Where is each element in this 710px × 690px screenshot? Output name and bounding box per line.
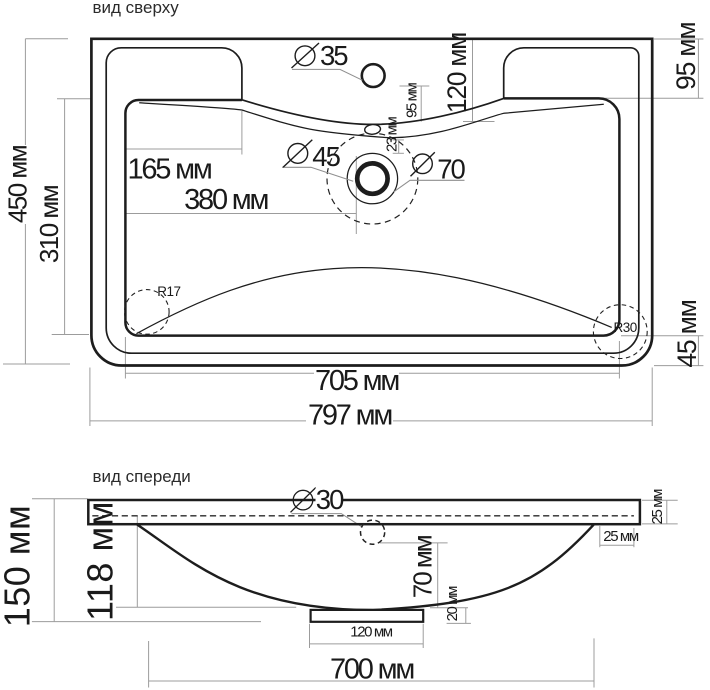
svg-text:30: 30 <box>316 484 344 515</box>
svg-text:R30: R30 <box>614 320 637 335</box>
svg-text:вид спереди: вид спереди <box>93 467 191 486</box>
svg-text:20 мм: 20 мм <box>444 586 461 622</box>
svg-text:310 мм: 310 мм <box>34 185 64 263</box>
svg-text:380 мм: 380 мм <box>184 184 267 216</box>
svg-text:R17: R17 <box>157 284 180 299</box>
svg-text:вид сверху: вид сверху <box>93 0 180 17</box>
svg-text:700 мм: 700 мм <box>330 654 413 686</box>
svg-text:45 мм: 45 мм <box>672 300 702 367</box>
svg-text:70: 70 <box>437 154 465 185</box>
svg-text:150 мм: 150 мм <box>0 505 38 628</box>
svg-text:35: 35 <box>320 40 348 71</box>
svg-text:95 мм: 95 мм <box>404 82 421 118</box>
svg-text:70 мм: 70 мм <box>407 535 437 598</box>
svg-text:797 мм: 797 мм <box>308 400 391 432</box>
svg-text:25 мм: 25 мм <box>649 489 666 525</box>
svg-text:95 мм: 95 мм <box>671 23 701 90</box>
svg-text:23 мм: 23 мм <box>384 116 401 152</box>
svg-text:120 мм: 120 мм <box>442 33 472 113</box>
svg-text:120 мм: 120 мм <box>350 624 393 641</box>
svg-text:705 мм: 705 мм <box>315 365 398 397</box>
svg-text:118 мм: 118 мм <box>79 501 120 621</box>
svg-text:25 мм: 25 мм <box>603 528 639 545</box>
svg-text:450 мм: 450 мм <box>3 145 33 223</box>
svg-text:165 мм: 165 мм <box>127 154 210 186</box>
svg-text:45: 45 <box>312 141 340 172</box>
